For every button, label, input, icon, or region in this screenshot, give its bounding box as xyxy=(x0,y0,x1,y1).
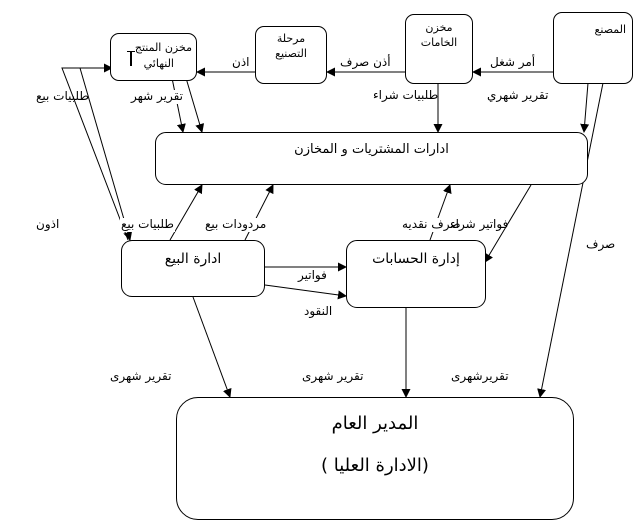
label-permit: اذن xyxy=(232,55,250,69)
raw-store-label-1: مخزن xyxy=(425,21,453,34)
purchasing-label: ادارات المشتريات و المخازن xyxy=(294,142,449,157)
purchasing-stores-box: ادارات المشتريات و المخازن xyxy=(155,132,588,185)
label-purchase-requests: طلبيات شراء xyxy=(373,88,439,102)
label-work-order: أمر شغل xyxy=(490,55,536,69)
raw-materials-store-box: مخزن الخامات xyxy=(405,14,473,84)
arrow-cash xyxy=(264,284,347,300)
gm-sublabel: (الادارة العليا ) xyxy=(321,455,429,476)
sales-box: ادارة البيع xyxy=(121,240,265,297)
label-sales-returns: مردودات بيع xyxy=(204,217,268,232)
label-invoices: فواتير xyxy=(298,268,327,282)
text-cursor-marker-top xyxy=(127,51,135,52)
arrow-sales-to-gm xyxy=(192,296,232,398)
label-permits-left: اذون xyxy=(36,217,60,231)
finished-goods-store-box: مخزن المنتج النهائي xyxy=(110,33,197,81)
label-sales-requests-left: طلبيات بيع xyxy=(36,89,89,103)
sales-label: ادارة البيع xyxy=(164,251,222,267)
label-dispatch-right: صرف xyxy=(586,237,616,251)
finished-store-label-2: النهائي xyxy=(143,57,174,70)
gm-label: المدير العام xyxy=(331,413,419,434)
arrow-finished-to-sales xyxy=(79,67,133,241)
manufacturing-stage-box: مرحلة التصنيع xyxy=(255,26,327,84)
raw-store-label-2: الخامات xyxy=(420,36,458,49)
arrow-factory-to-gm xyxy=(537,82,604,398)
manufacturing-label-1: مرحلة xyxy=(276,32,306,45)
label-report-gm-left: تقرير شهرى xyxy=(110,369,172,383)
label-dispatch-permit: أذن صرف xyxy=(340,55,391,69)
arrow-purchasing-to-accounts xyxy=(484,184,532,263)
manufacturing-label-2: التصنيع xyxy=(275,47,307,60)
label-cash-payment: صرف نقديه xyxy=(401,217,462,232)
general-manager-box: المدير العام (الادارة العليا ) xyxy=(176,397,574,520)
label-cash: النقود xyxy=(304,304,333,318)
factory-label: المصنع xyxy=(594,23,626,36)
finished-store-label-1: مخزن المنتج xyxy=(134,41,192,54)
label-report-gm-right: تقريرشهرى xyxy=(451,369,509,383)
arrow-finished-to-purchasing-b xyxy=(185,77,205,133)
accounts-box: إدارة الحسابات xyxy=(346,240,486,308)
text-cursor-marker xyxy=(130,52,132,66)
accounts-label: إدارة الحسابات xyxy=(372,251,460,267)
arrow-finished-to-purchasing-a xyxy=(171,77,186,133)
label-monthly-report-finished: تقرير شهر xyxy=(130,89,185,104)
arrow-sales-to-purchasing-1 xyxy=(169,184,203,241)
label-monthly-report-top: تقرير شهري xyxy=(487,88,549,102)
label-purchase-invoices: فواتير شراء xyxy=(450,217,509,231)
factory-box: المصنع xyxy=(553,12,633,84)
arrow-factory-to-purchasing xyxy=(580,82,590,133)
arrow-sales-loop xyxy=(61,63,129,241)
label-report-gm-mid: تقرير شهرى xyxy=(302,369,364,383)
label-sales-requests-mid: طلبيات بيع xyxy=(120,217,175,232)
